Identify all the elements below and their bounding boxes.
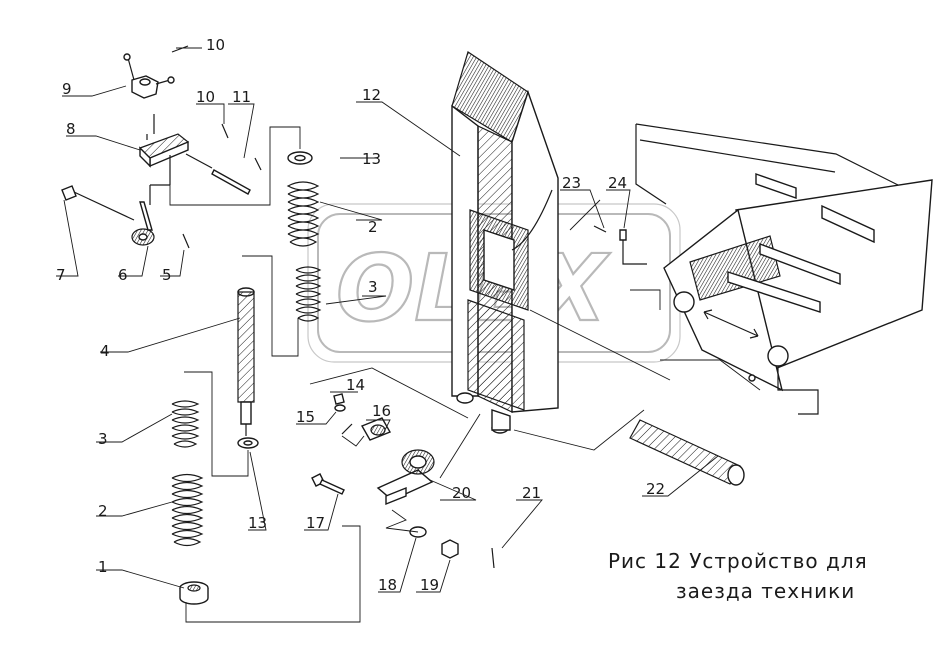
callout-7: 7: [56, 266, 66, 284]
part-19-nut: [441, 539, 459, 559]
part-5-cotter-pin: [182, 233, 190, 249]
part-21-cotter: [491, 547, 495, 569]
part-8-bracket: [138, 114, 190, 168]
callout-10b: 10: [196, 88, 215, 106]
part-2-spring-upper: [286, 181, 320, 247]
connector-lines-center: [309, 199, 671, 533]
part-15-washer: [334, 404, 346, 412]
part-24-bolt: [619, 229, 647, 265]
caption-line-2: заезда техники: [676, 579, 855, 603]
part-7-bolt: [61, 185, 135, 221]
callout-21: 21: [522, 484, 541, 502]
callout-16: 16: [372, 402, 391, 420]
callout-6: 6: [118, 266, 128, 284]
part-6-eye-bolt: [131, 155, 171, 246]
part-2-spring-lower: [171, 473, 204, 547]
part-17-bolt: [311, 473, 345, 495]
callout-4: 4: [100, 342, 110, 360]
part-13-washer-bottom: [237, 437, 259, 449]
part-3-spring-upper: [295, 266, 322, 322]
callout-1: 1: [98, 558, 108, 576]
callout-15: 15: [296, 408, 315, 426]
part-22-axle-shaft: [629, 419, 745, 486]
callout-24: 24: [608, 174, 627, 192]
part-23-pin: [593, 225, 607, 233]
part-3-spring-lower: [171, 400, 200, 448]
part-13-washer-top: [287, 151, 313, 165]
callout-2a: 2: [368, 218, 378, 236]
callout-2b: 2: [98, 502, 108, 520]
part-1-bushing: [179, 581, 209, 605]
part-11-rod: [185, 153, 262, 195]
callout-5: 5: [162, 266, 172, 284]
callout-8: 8: [66, 120, 76, 138]
callout-19: 19: [420, 576, 439, 594]
connector-lines-left: [169, 126, 361, 623]
callout-17: 17: [306, 514, 325, 532]
part-16-clamp: [341, 417, 392, 441]
callout-14: 14: [346, 376, 365, 394]
callout-3b: 3: [98, 430, 108, 448]
callout-10a: 10: [206, 36, 225, 54]
callout-12: 12: [362, 86, 381, 104]
part-10-pin-top: [171, 45, 229, 139]
callout-22: 22: [646, 480, 665, 498]
callout-18: 18: [378, 576, 397, 594]
part-9-wing-nut: [123, 53, 175, 99]
callout-9: 9: [62, 80, 72, 98]
figure-caption: Рис 12 Устройство для заезда техники: [608, 549, 868, 603]
part-4-shaft: [237, 287, 255, 436]
callout-numbers: 10 9 8 10 11 12 13 2 3 7 6 5 4 3 2 1 13 …: [56, 36, 665, 594]
callout-23: 23: [562, 174, 581, 192]
callout-13a: 13: [362, 150, 381, 168]
vehicle-frame: [630, 123, 933, 415]
callout-3a: 3: [368, 278, 378, 296]
callout-11: 11: [232, 88, 251, 106]
callout-leaders: [56, 47, 719, 593]
part-20-hinge-bracket: [376, 449, 435, 506]
part-14-bolt-small: [333, 393, 345, 405]
caption-line-1: Рис 12 Устройство для: [608, 549, 868, 573]
part-12-ramp: [451, 51, 559, 434]
callout-13b: 13: [248, 514, 267, 532]
callout-20: 20: [452, 484, 471, 502]
